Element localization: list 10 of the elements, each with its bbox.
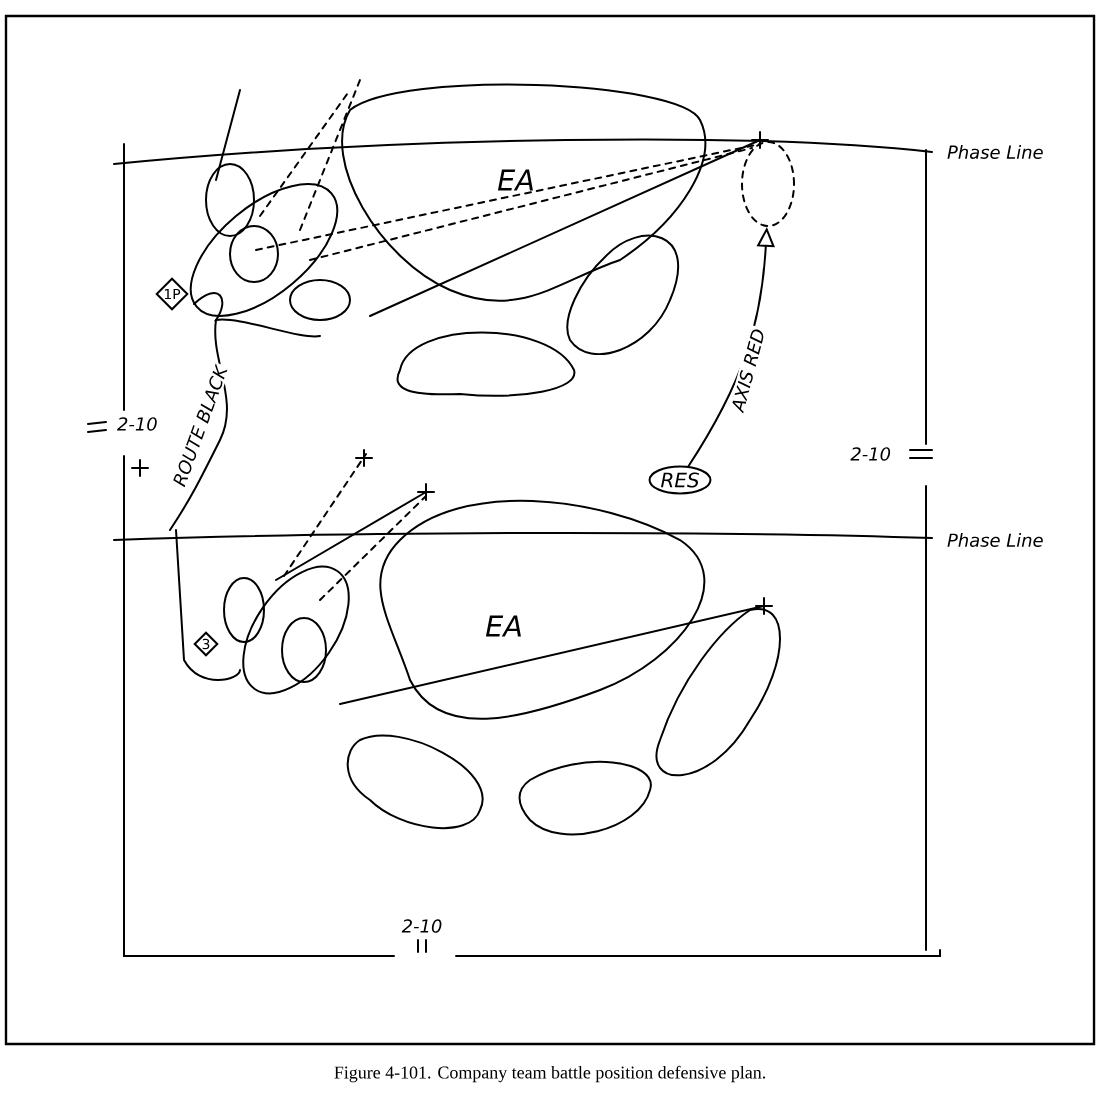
figure-caption: Figure 4-101. Company team battle position defensive plan. xyxy=(334,1065,766,1083)
engagement-area: EA xyxy=(379,500,706,720)
edge-label: AXIS RED xyxy=(732,329,764,414)
phase-line-label: Phase Line xyxy=(947,533,1043,547)
boundary-label: 2-10 xyxy=(850,447,891,461)
phase-line-label: Phase Line xyxy=(947,145,1043,159)
boundary-label: 2-10 xyxy=(117,417,157,431)
engagement-area: EA xyxy=(341,83,707,302)
boundary-label: 2-10 xyxy=(401,919,442,933)
dashed-position xyxy=(741,141,795,227)
